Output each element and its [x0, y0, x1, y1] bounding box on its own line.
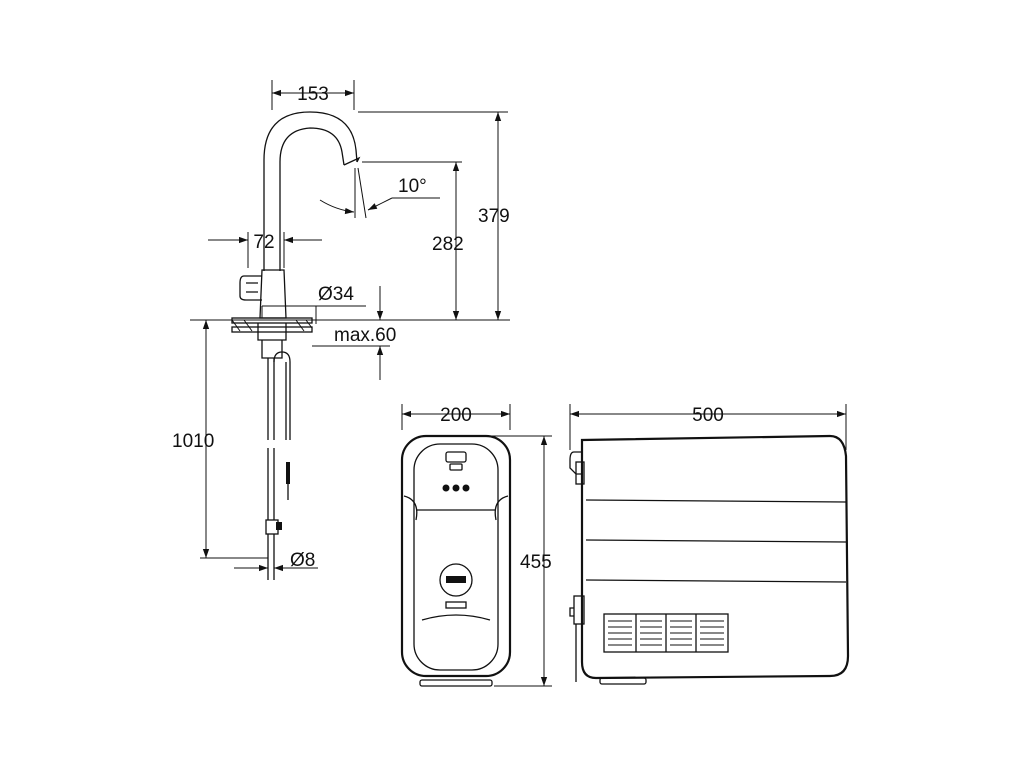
dim-base-width: 72: [208, 232, 322, 268]
chiller-front-view: [400, 434, 512, 687]
dim-faucet-reach: 153: [271, 80, 355, 110]
dim-spout-height: 282: [362, 161, 464, 320]
spout-angle-indicator: [319, 167, 440, 219]
label-hose-diameter: Ø8: [290, 550, 315, 571]
label-spout-angle: 10°: [398, 176, 427, 197]
dim-hose-length: 1010: [172, 320, 268, 559]
label-unit-height: 455: [520, 552, 552, 573]
dim-faucet-height-total: 379: [358, 111, 510, 320]
label-base-width: 72: [253, 232, 274, 253]
label-hole-diameter: Ø34: [318, 284, 354, 305]
dim-unit-width: 200: [401, 404, 511, 430]
label-spout-height: 282: [432, 234, 464, 255]
label-max-thickness: max.60: [334, 325, 396, 346]
label-faucet-reach: 153: [297, 84, 329, 105]
label-unit-width: 200: [440, 405, 472, 426]
dim-max-thickness: max.60: [190, 286, 510, 380]
label-hose-length: 1010: [172, 431, 214, 452]
dim-unit-depth: 500: [569, 404, 847, 450]
dim-hose-diameter: Ø8: [234, 550, 318, 572]
label-unit-depth: 500: [692, 405, 724, 426]
label-faucet-height-total: 379: [478, 206, 510, 227]
dim-unit-height: 455: [492, 435, 552, 687]
faucet-side-view: [231, 111, 361, 580]
dim-hole-diameter: Ø34: [261, 284, 366, 324]
chiller-side-view: [569, 434, 850, 685]
